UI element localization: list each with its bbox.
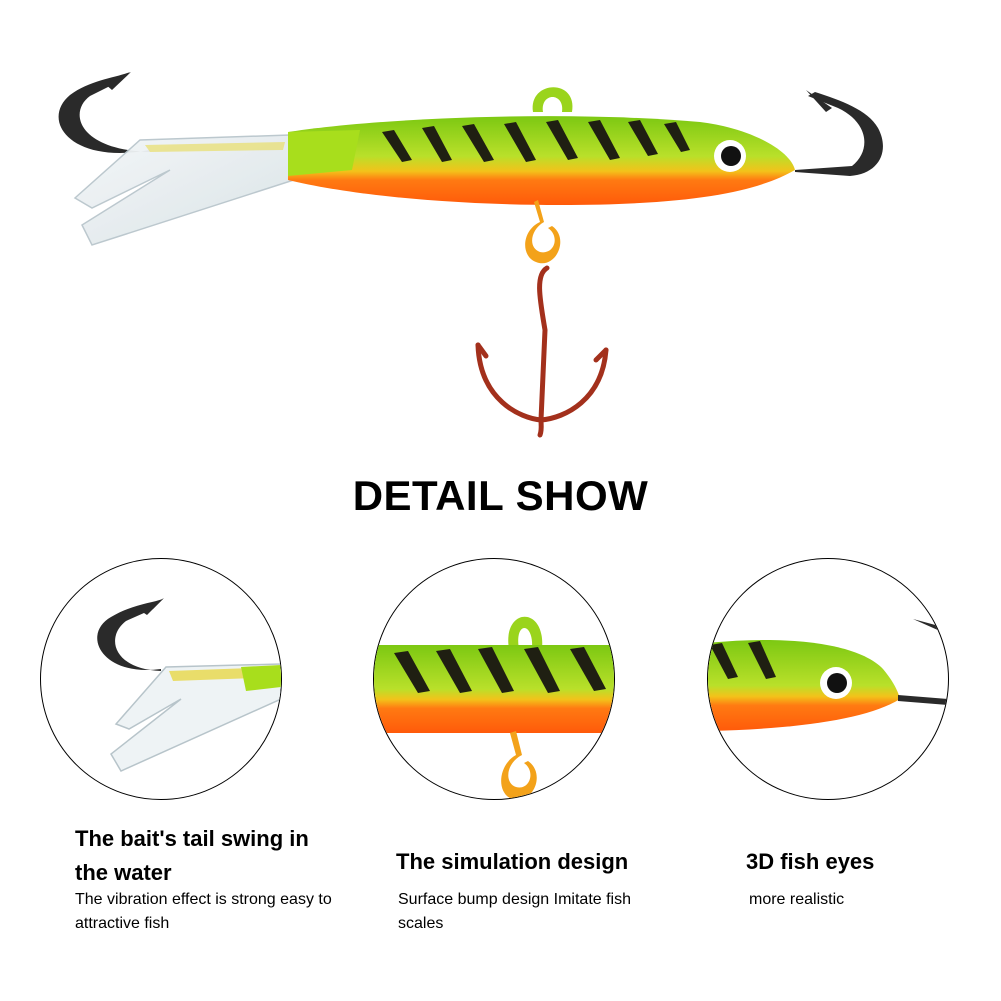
tail-detail-circle (40, 558, 282, 800)
front-hook (795, 92, 883, 176)
feature-2-description: Surface bump design Imitate fish scales (398, 891, 632, 932)
rear-hook (58, 72, 150, 153)
clear-tail-fin (73, 134, 301, 246)
eye-detail-circle (707, 558, 949, 800)
line-eye (532, 87, 573, 112)
tail-detail-image (97, 598, 281, 772)
feature-3-description: more realistic (749, 891, 845, 908)
fishing-lure-image (58, 72, 883, 438)
body-stripes (382, 120, 690, 162)
feature-1-description: The vibration effect is strong easy to a… (75, 891, 332, 932)
snap-clip (525, 200, 561, 264)
feature-1-title: The bait's tail swing in the water (75, 826, 309, 885)
body-detail-image (374, 616, 614, 799)
treble-hook (475, 265, 609, 438)
section-heading: DETAIL SHOW (352, 472, 649, 519)
eye-detail-image (708, 619, 948, 731)
lure-body (288, 116, 795, 205)
feature-3-title: 3D fish eyes (746, 849, 875, 874)
body-detail-circle (373, 558, 615, 800)
feature-2-title: The simulation design (396, 849, 629, 874)
